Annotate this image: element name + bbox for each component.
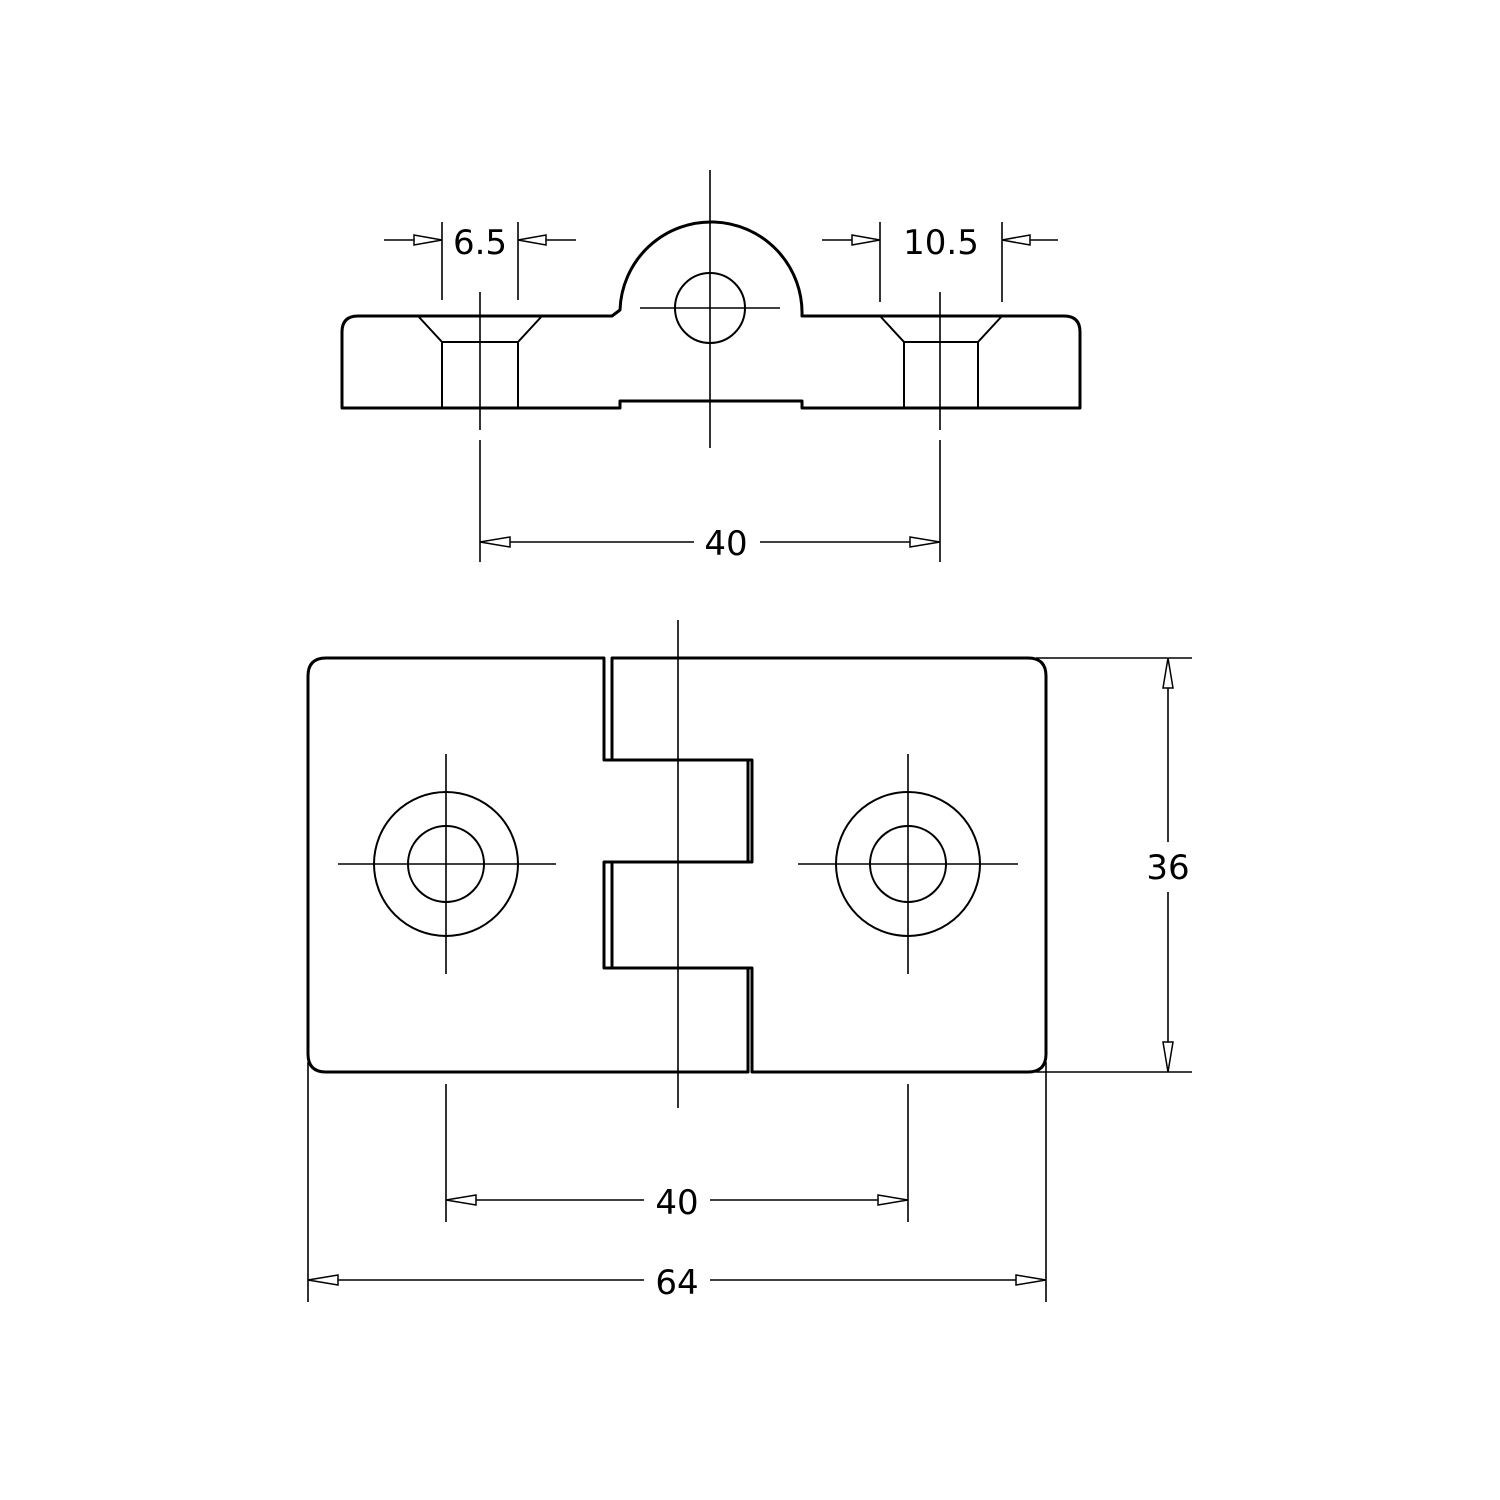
dimension-64-label: 64 xyxy=(655,1263,698,1303)
side-view: 6.5 10.5 40 xyxy=(340,170,1082,564)
side-view-body-outline xyxy=(340,220,1082,410)
dimension-10-5: 10.5 xyxy=(822,222,1058,302)
dimension-64: 64 xyxy=(307,1062,1047,1303)
top-view-right-leaf xyxy=(610,656,1048,1074)
dimension-36: 36 xyxy=(1036,657,1192,1073)
side-view-right-countersink xyxy=(879,315,1003,408)
top-view: 36 40 64 xyxy=(306,620,1192,1303)
dimension-10-5-label: 10.5 xyxy=(903,223,979,263)
dimension-6-5-label: 6.5 xyxy=(453,223,507,263)
side-view-dimension-40: 40 xyxy=(479,440,941,564)
side-view-dimension-40-label: 40 xyxy=(704,524,747,564)
dimension-6-5: 6.5 xyxy=(384,222,576,300)
top-view-dimension-40-label: 40 xyxy=(655,1183,698,1223)
top-view-left-leaf xyxy=(306,656,750,1074)
top-view-dimension-40: 40 xyxy=(445,1084,909,1223)
dimension-36-label: 36 xyxy=(1146,848,1189,888)
